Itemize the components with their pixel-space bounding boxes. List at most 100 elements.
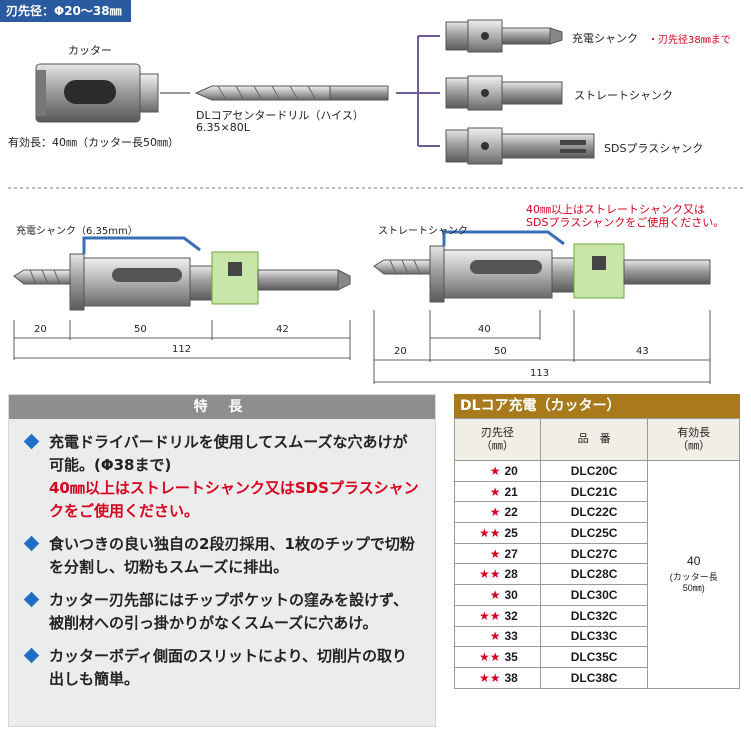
diameter-value: 30 <box>504 587 518 602</box>
star-mark: ★★ <box>478 525 501 540</box>
col-header-part-number: 品 番 <box>539 418 649 461</box>
feature-warning-text: 40㎜以上はストレートシャンク又はSDSプラスシャンクをご使用ください。 <box>49 479 419 520</box>
dimension-diagram <box>13 230 711 384</box>
diamond-bullet-icon <box>23 591 40 608</box>
drill-label: DLコアセンタードリル（ハイス） <box>196 109 364 122</box>
left-assembly-illustration <box>13 236 351 311</box>
part-number-cell: DLC35C <box>539 646 649 668</box>
charge-shank-label: 充電シャンク <box>572 32 638 45</box>
diameter-cell: ★27 <box>454 542 541 565</box>
sds-shank-illustration <box>445 127 595 165</box>
feature-item: 食いつきの良い独自の2段刃採用、1枚のチップで切粉を分割し、切粉もスムーズに排出… <box>23 533 421 579</box>
part-number-cell: DLC22C <box>539 501 649 524</box>
assembly-diagram <box>8 19 743 189</box>
star-mark: ★★ <box>478 670 501 685</box>
diameter-value: 22 <box>504 505 518 520</box>
straight-shank-dim-title: ストレートシャンク <box>378 226 468 237</box>
straight-shank-illustration <box>445 75 563 111</box>
length-value: 40 <box>687 554 701 569</box>
star-mark: ★★ <box>478 650 501 665</box>
feature-item: カッター刃先部にはチップポケットの窪みを設けず、被削材への引っ掛かりがなくスムー… <box>23 589 421 635</box>
right-assembly-illustration <box>373 230 711 303</box>
feature-text: 食いつきの良い独自の2段刃採用、1枚のチップで切粉を分割し、切粉もスムーズに排出… <box>49 535 415 576</box>
part-number-cell: DLC33C <box>539 625 649 648</box>
part-number-cell: DLC20C <box>539 460 649 482</box>
drill-size-label: 6.35×80L <box>196 121 250 134</box>
diameter-cell: ★★32 <box>454 604 541 627</box>
part-number-cell: DLC28C <box>539 563 649 586</box>
cutter-illustration <box>35 63 159 123</box>
diameter-cell: ★22 <box>454 501 541 524</box>
diameter-cell: ★33 <box>454 625 541 648</box>
features-panel: 特 長 充電ドライバードリルを使用してスムーズな穴あけが可能。(Φ38まで) 4… <box>8 394 436 727</box>
star-mark: ★ <box>489 629 501 644</box>
diameter-value: 21 <box>504 484 518 499</box>
diameter-cell: ★21 <box>454 480 541 503</box>
diameter-cell: ★★35 <box>454 646 541 668</box>
dim-left-42: 42 <box>276 324 289 335</box>
diameter-value: 28 <box>504 567 518 582</box>
sds-shank-label: SDSプラスシャンク <box>604 142 704 155</box>
diamond-bullet-icon <box>23 433 40 450</box>
dim-left-20: 20 <box>34 324 47 335</box>
dim-right-total: 113 <box>530 368 550 379</box>
dim-left-total: 112 <box>172 344 192 355</box>
diameter-cell: ★★28 <box>454 563 541 586</box>
diameter-value: 32 <box>504 608 518 623</box>
feature-text: カッター刃先部にはチップポケットの窪みを設けず、被削材への引っ掛かりがなくスムー… <box>49 591 408 632</box>
diameter-range-tag: 刃先径：Φ20〜38㎜ <box>0 0 131 22</box>
shank-note-line-1: 40㎜以上はストレートシャンク又は <box>526 203 705 216</box>
diameter-cell: ★30 <box>454 584 541 606</box>
star-mark: ★ <box>489 505 501 520</box>
diameter-cell: ★20 <box>454 460 541 482</box>
part-number-cell: DLC21C <box>539 480 649 503</box>
diamond-bullet-icon <box>23 535 40 552</box>
star-mark: ★★ <box>478 567 501 582</box>
part-number-cell: DLC38C <box>539 666 649 689</box>
center-drill-illustration <box>194 85 389 101</box>
dim-right-20: 20 <box>394 346 407 357</box>
dim-right-43: 43 <box>636 346 649 357</box>
star-mark: ★ <box>489 463 501 478</box>
diameter-value: 25 <box>504 525 518 540</box>
features-title: 特 長 <box>9 395 435 419</box>
product-table-title: DLコア充電（カッター） <box>454 394 740 418</box>
table-header-row: 刃先径（㎜） 品 番 有効長（㎜） <box>454 418 740 461</box>
diameter-value: 35 <box>504 650 518 665</box>
feature-text: 充電ドライバードリルを使用してスムーズな穴あけが可能。(Φ38まで) <box>49 433 408 474</box>
cutter-label: カッター <box>68 44 112 57</box>
dim-right-50: 50 <box>494 346 507 357</box>
col-header-length: 有効長（㎜） <box>647 418 740 461</box>
dim-left-50: 50 <box>134 324 147 335</box>
dim-right-40: 40 <box>478 324 491 335</box>
feature-item: 充電ドライバードリルを使用してスムーズな穴あけが可能。(Φ38まで) 40㎜以上… <box>23 431 421 523</box>
diameter-value: 27 <box>504 546 518 561</box>
charge-shank-note: ・刃先径38㎜まで <box>648 35 731 46</box>
feature-text: カッターボディ側面のスリットにより、切削片の取り出しも簡単。 <box>49 647 408 688</box>
shank-note-line-2: SDSプラスシャンクをご使用ください。 <box>526 216 725 229</box>
charge-shank-dim-title: 充電シャンク（6.35mm） <box>16 226 138 237</box>
part-number-cell: DLC32C <box>539 604 649 627</box>
star-mark: ★★ <box>478 608 501 623</box>
diameter-value: 38 <box>504 670 518 685</box>
diameter-cell: ★★38 <box>454 666 541 689</box>
effective-length-label: 有効長：40㎜（カッター長50㎜） <box>8 136 179 149</box>
star-mark: ★ <box>489 587 501 602</box>
diameter-cell: ★★25 <box>454 522 541 544</box>
diameter-value: 20 <box>504 463 518 478</box>
star-mark: ★ <box>489 484 501 499</box>
diameter-value: 33 <box>504 629 518 644</box>
straight-shank-label: ストレートシャンク <box>574 89 673 102</box>
col-header-diameter: 刃先径（㎜） <box>454 418 541 461</box>
part-number-cell: DLC30C <box>539 584 649 606</box>
part-number-cell: DLC27C <box>539 542 649 565</box>
